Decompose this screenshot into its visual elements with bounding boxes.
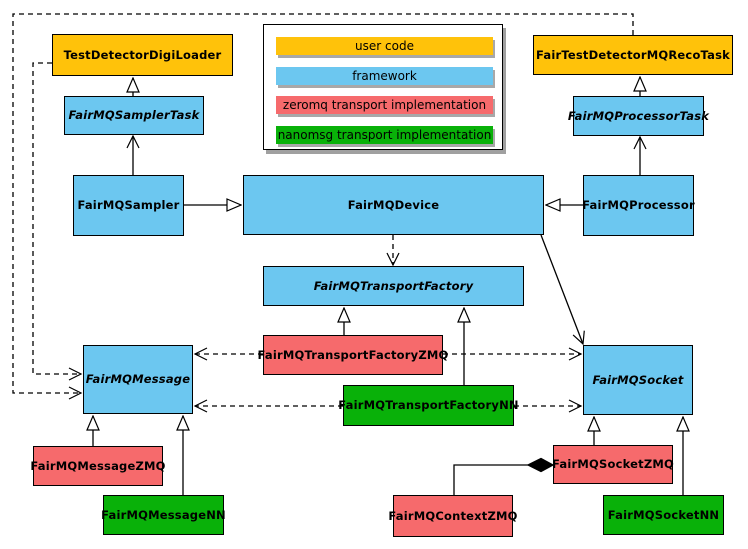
legend-item-framework: framework [276, 67, 493, 85]
class-fairmqsampler: FairMQSampler [73, 175, 184, 236]
class-fairmqprocessor: FairMQProcessor [582, 175, 695, 236]
legend-item-zeromq: zeromq transport implementation [276, 96, 493, 114]
edge-contextzmq-composition-line [453, 464, 528, 495]
class-fairmqsocketnn: FairMQSocketNN [603, 495, 724, 535]
class-fairmqsamplertask: FairMQSamplerTask [64, 96, 204, 135]
composition-diamond-icon [526, 457, 555, 473]
class-fairmqprocessortask: FairMQProcessorTask [568, 96, 709, 136]
class-testdetectordigiloader: TestDetectorDigiLoader [52, 34, 233, 76]
edge-device-uses-socket [540, 234, 585, 346]
class-fairmqtransportfactorynn: FairMQTransportFactoryNN [338, 385, 519, 426]
legend-box: user code framework zeromq transport imp… [263, 24, 503, 150]
legend-item-user-code: user code [276, 37, 493, 55]
class-fairmqdevice: FairMQDevice [243, 175, 544, 235]
class-fairmqsocketzmq: FairMQSocketZMQ [552, 445, 674, 484]
class-fairmqsocket: FairMQSocket [583, 345, 693, 415]
class-fairmqmessagezmq: FairMQMessageZMQ [30, 446, 165, 486]
class-fairmqcontextzmq: FairMQContextZMQ [388, 495, 517, 537]
class-fairmqtransportfactoryzmq: FairMQTransportFactoryZMQ [258, 335, 448, 375]
class-fairmqtransportfactory: FairMQTransportFactory [263, 266, 524, 306]
class-fairmqmessage: FairMQMessage [83, 345, 193, 414]
legend-item-nanomsg: nanomsg transport implementation [276, 126, 493, 144]
class-fairmqmessagenn: FairMQMessageNN [101, 495, 226, 535]
class-fairtestdetectormqrecotask: FairTestDetectorMQRecoTask [533, 35, 733, 75]
